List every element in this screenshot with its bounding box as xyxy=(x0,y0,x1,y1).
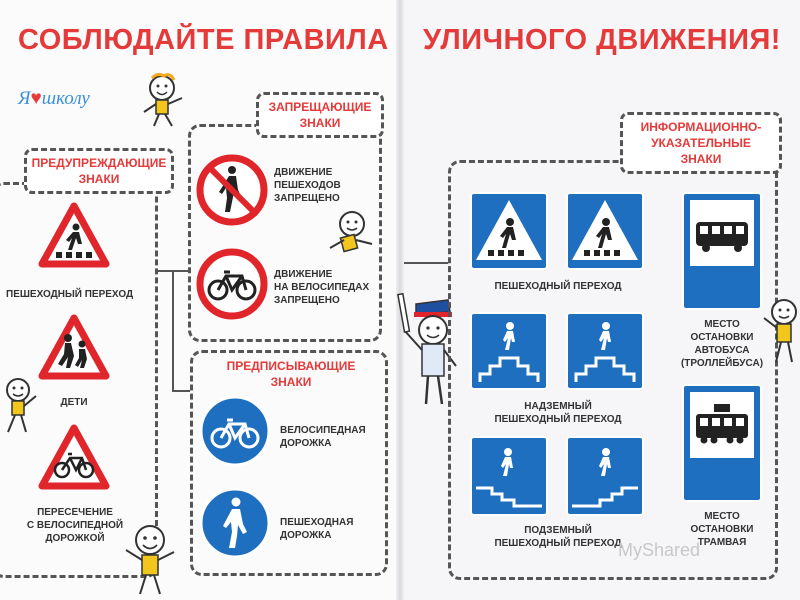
crosswalk-icon xyxy=(470,192,548,270)
warning-heading-line-2: ЗНАКИ xyxy=(78,172,120,186)
info-label-crossing: ПЕШЕХОДНЫЙ ПЕРЕХОД xyxy=(494,281,622,292)
overpass-icon xyxy=(566,312,644,390)
info-heading-line-2: УКАЗАТЕЛЬНЫЕ xyxy=(651,136,751,150)
info-tram-line-2: ОСТАНОВКИ xyxy=(690,524,754,535)
bicycle-crossing-icon xyxy=(38,424,110,490)
mandatory-signs-heading: ПРЕДПИСЫВАЮЩИЕ ЗНАКИ xyxy=(218,354,364,394)
warning-label-children: ДЕТИ xyxy=(60,397,88,408)
warning-bicycle-line-2: С ВЕЛОСИПЕДНОЙ xyxy=(26,520,124,531)
logo-suffix: школу xyxy=(41,88,90,109)
connector-line xyxy=(172,390,190,392)
info-label-overpass: НАДЗЕМНЫЙ ПЕШЕХОДНЫЙ ПЕРЕХОД xyxy=(468,400,648,426)
mandatory-foot-line-2: ДОРОЖКА xyxy=(280,530,332,541)
info-underpass-line-1: ПОДЗЕМНЫЙ xyxy=(524,525,592,536)
mandatory-bike-line-2: ДОРОЖКА xyxy=(280,438,332,449)
mandatory-label-bike: ВЕЛОСИПЕДНАЯ ДОРОЖКА xyxy=(280,424,366,450)
cartoon-kid-icon xyxy=(763,299,797,363)
info-bus-line-2: ОСТАНОВКИ xyxy=(690,332,754,343)
info-bus-line-3: АВТОБУСА xyxy=(694,345,750,356)
cartoon-kid-icon xyxy=(329,211,373,253)
warning-label-crossing: ПЕШЕХОДНЫЙ ПЕРЕХОД xyxy=(6,289,134,300)
prohibit-heading-line-1: ЗАПРЕЩАЮЩИЕ xyxy=(268,100,372,114)
prohibitory-signs-heading: ЗАПРЕЩАЮЩИЕ ЗНАКИ xyxy=(256,92,384,138)
overpass-icon xyxy=(470,312,548,390)
mandatory-bike-line-1: ВЕЛОСИПЕДНАЯ xyxy=(280,425,366,436)
info-tram-line-3: ТРАМВАЯ xyxy=(697,537,747,548)
traffic-officer-icon xyxy=(397,292,457,405)
heart-icon: ♥ xyxy=(30,88,42,109)
prohibit-bike-line-3: ЗАПРЕЩЕНО xyxy=(274,295,340,306)
info-bus-line-1: МЕСТО xyxy=(704,319,740,330)
mandatory-heading-line-2: ЗНАКИ xyxy=(270,375,312,389)
title-right: УЛИЧНОГО ДВИЖЕНИЯ! xyxy=(423,24,781,56)
no-pedestrians-icon xyxy=(196,154,268,226)
children-icon xyxy=(38,314,110,380)
info-heading-line-1: ИНФОРМАЦИОННО- xyxy=(640,120,762,134)
school-logo: Я♥школу xyxy=(18,88,90,110)
prohibit-heading-line-2: ЗНАКИ xyxy=(299,116,341,130)
connector-line xyxy=(404,262,448,264)
tram-stop-icon xyxy=(682,384,762,502)
info-overpass-line-2: ПЕШЕХОДНЫЙ ПЕРЕХОД xyxy=(494,414,622,425)
warning-label-bicycle: ПЕРЕСЕЧЕНИЕ С ВЕЛОСИПЕДНОЙ ДОРОЖКОЙ xyxy=(10,506,140,545)
title-left: СОБЛЮДАЙТЕ ПРАВИЛА xyxy=(18,24,389,56)
cartoon-kid-icon xyxy=(6,378,37,433)
cartoon-kid-icon xyxy=(143,72,183,127)
info-overpass-line-1: НАДЗЕМНЫЙ xyxy=(524,401,592,412)
connector-line xyxy=(172,270,174,390)
mandatory-signs-box xyxy=(190,350,388,576)
prohibit-ped-line-2: ПЕШЕХОДОВ xyxy=(274,180,341,191)
info-label-bus: МЕСТО ОСТАНОВКИ АВТОБУСА (ТРОЛЛЕЙБУСА) xyxy=(664,318,780,370)
pedestrian-crossing-warning-icon xyxy=(38,202,110,268)
info-heading-line-3: ЗНАКИ xyxy=(680,152,722,166)
mandatory-heading-line-1: ПРЕДПИСЫВАЮЩИЕ xyxy=(226,359,356,373)
prohibit-ped-line-1: ДВИЖЕНИЕ xyxy=(274,167,333,178)
info-tram-line-1: МЕСТО xyxy=(704,511,740,522)
bike-path-icon xyxy=(199,395,271,467)
warning-bicycle-line-1: ПЕРЕСЕЧЕНИЕ xyxy=(37,507,113,518)
logo-prefix: Я xyxy=(18,88,31,109)
info-signs-box xyxy=(448,160,778,580)
warning-bicycle-line-3: ДОРОЖКОЙ xyxy=(45,533,105,544)
crosswalk-icon xyxy=(566,192,644,270)
watermark: MyShared xyxy=(618,540,701,560)
info-underpass-line-2: ПЕШЕХОДНЫЙ ПЕРЕХОД xyxy=(494,538,622,549)
prohibit-bike-line-1: ДВИЖЕНИЕ xyxy=(274,269,333,280)
mandatory-label-foot: ПЕШЕХОДНАЯ ДОРОЖКА xyxy=(280,516,353,542)
warning-heading-line-1: ПРЕДУПРЕЖДАЮЩИЕ xyxy=(31,156,167,170)
bus-stop-icon xyxy=(682,192,762,310)
footpath-icon xyxy=(199,487,271,559)
mandatory-foot-line-1: ПЕШЕХОДНАЯ xyxy=(280,517,354,528)
no-bicycles-icon xyxy=(196,248,268,320)
prohibit-label-bicycles: ДВИЖЕНИЕ НА ВЕЛОСИПЕДАХ ЗАПРЕЩЕНО xyxy=(274,268,369,307)
info-bus-line-4: (ТРОЛЛЕЙБУСА) xyxy=(680,358,764,369)
info-label-underpass: ПОДЗЕМНЫЙ ПЕШЕХОДНЫЙ ПЕРЕХОД xyxy=(468,524,648,550)
prohibit-bike-line-2: НА ВЕЛОСИПЕДАХ xyxy=(274,282,370,293)
underpass-icon xyxy=(470,436,548,516)
info-label-tram: МЕСТО ОСТАНОВКИ ТРАМВАЯ xyxy=(664,510,780,549)
prohibit-ped-line-3: ЗАПРЕЩЕНО xyxy=(274,193,340,204)
warning-signs-heading: ПРЕДУПРЕЖДАЮЩИЕ ЗНАКИ xyxy=(24,148,174,194)
underpass-icon xyxy=(566,436,644,516)
cartoon-kid-icon xyxy=(125,525,175,595)
prohibit-label-pedestrians: ДВИЖЕНИЕ ПЕШЕХОДОВ ЗАПРЕЩЕНО xyxy=(274,166,341,205)
info-signs-heading: ИНФОРМАЦИОННО- УКАЗАТЕЛЬНЫЕ ЗНАКИ xyxy=(620,112,782,174)
